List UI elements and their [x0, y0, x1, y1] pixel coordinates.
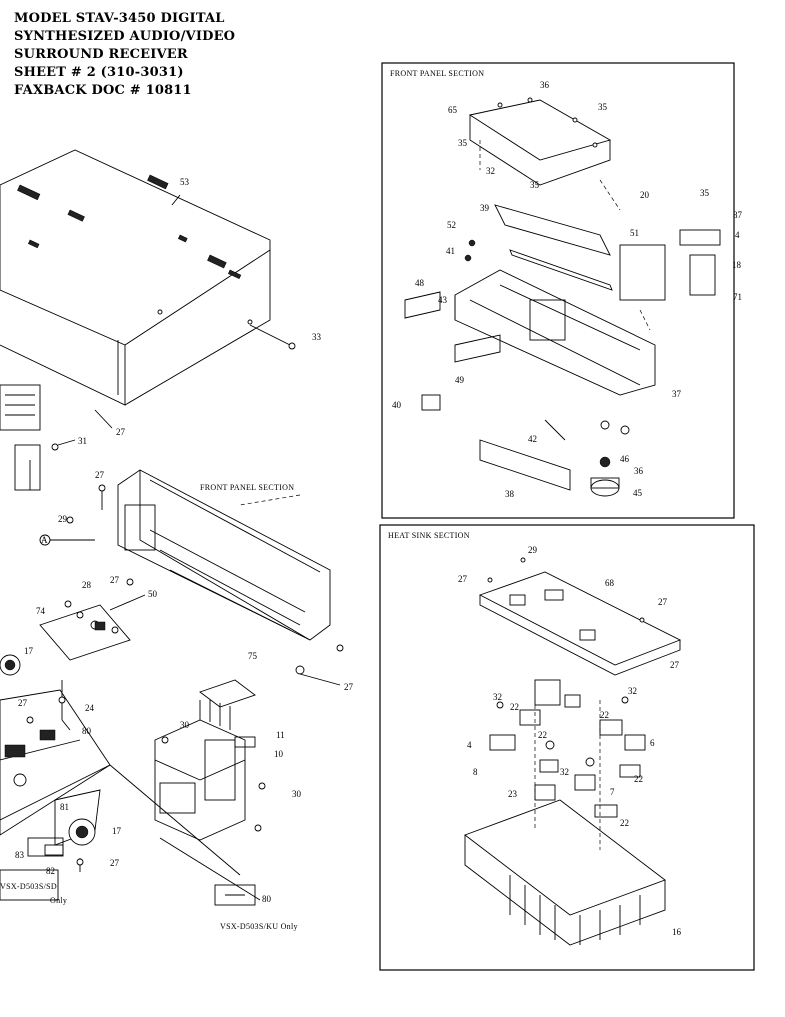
callout: 45	[633, 488, 643, 498]
callout: 71	[733, 292, 742, 302]
callout: 36	[540, 80, 550, 90]
header-subtitle-1: SYNTHESIZED AUDIO/VIDEO	[14, 29, 236, 44]
callout: 4	[735, 230, 740, 240]
callout: 65	[448, 105, 458, 115]
front-panel-section-title: FRONT PANEL SECTION	[390, 69, 484, 78]
callout: 7	[610, 787, 615, 797]
rear-panel-parts	[0, 384, 106, 546]
callout: 20	[640, 190, 650, 200]
callout: 29	[528, 545, 538, 555]
callout: 37	[672, 389, 682, 399]
header-subtitle-2: SURROUND RECEIVER	[14, 47, 188, 62]
callout: 32	[486, 166, 495, 176]
callout: 35	[458, 138, 468, 148]
callout: 51	[630, 228, 639, 238]
callout: 16	[672, 927, 682, 937]
callout: 75	[248, 651, 258, 661]
header-faxback: FAXBACK DOC # 10811	[14, 83, 192, 98]
callout: 46	[620, 454, 630, 464]
callout: 32	[493, 692, 502, 702]
callout: 48	[415, 278, 425, 288]
callout: 30	[180, 720, 190, 730]
callout: 81	[60, 802, 69, 812]
callout: 6	[650, 738, 655, 748]
heat-sink-callouts: 29 27 68 27 27 32 32 22 4 22 6 22 32 8 2…	[458, 545, 682, 937]
heat-sink-section-title: HEAT SINK SECTION	[388, 531, 470, 540]
callout: 36	[634, 466, 644, 476]
callout: A	[41, 535, 48, 545]
callout: 83	[15, 850, 25, 860]
callout: 11	[276, 730, 285, 740]
page-header: MODEL STAV-3450 DIGITAL SYNTHESIZED AUDI…	[14, 10, 235, 100]
callout: 27	[344, 682, 354, 692]
pcb-and-jacks	[0, 578, 146, 731]
callout: 80	[82, 726, 92, 736]
header-model: MODEL STAV-3450 DIGITAL	[14, 11, 225, 26]
header-sheet: SHEET # 2 (310-3031)	[14, 65, 184, 80]
front-panel-section-frame	[381, 62, 735, 519]
callout: 17	[24, 646, 34, 656]
callout: 41	[446, 246, 455, 256]
callout: 31	[78, 436, 87, 446]
region-note-line2: Only	[50, 896, 67, 905]
callout: 27	[18, 698, 28, 708]
region-note-right: VSX-D503S/KU Only	[220, 922, 298, 931]
callout: 27	[658, 597, 668, 607]
callout: 22	[510, 702, 519, 712]
chassis-bottom	[0, 689, 111, 901]
front-panel-callouts: 36 35 65 35 32 35 20 39 52 35 87 4 51 18…	[392, 80, 743, 499]
callout: 82	[46, 866, 55, 876]
callout: 35	[700, 188, 710, 198]
callout: 32	[560, 767, 569, 777]
callout: 53	[180, 177, 190, 187]
callout: 27	[110, 858, 120, 868]
callout: 39	[480, 203, 490, 213]
callout: 30	[292, 789, 302, 799]
callout: 68	[605, 578, 615, 588]
region-note-line1: VSX-D503S/SD	[0, 882, 57, 891]
front-panel-section-label: FRONT PANEL SECTION	[200, 483, 294, 492]
callout: 4	[467, 740, 472, 750]
callout: 10	[274, 749, 284, 759]
callout: 27	[110, 575, 120, 585]
callout: 29	[58, 514, 68, 524]
callout: 52	[447, 220, 456, 230]
callout: 23	[508, 789, 518, 799]
callout: 42	[528, 434, 537, 444]
callout: 27	[116, 427, 126, 437]
callout: 50	[148, 589, 158, 599]
callout: 43	[438, 295, 448, 305]
main-callouts: 53 33 27 31 27 29 A 28 27 50 74 17 27 24…	[15, 177, 354, 904]
heat-sink-section-frame	[379, 524, 755, 971]
callout: 49	[455, 375, 465, 385]
callout: 22	[620, 818, 629, 828]
callout: 33	[312, 332, 322, 342]
callout: 35	[598, 102, 608, 112]
callout: 80	[262, 894, 272, 904]
callout: 27	[458, 574, 468, 584]
callout: 24	[85, 703, 95, 713]
callout: 35	[530, 180, 540, 190]
callout: 8	[473, 767, 478, 777]
callout: 28	[82, 580, 92, 590]
heat-sink-section-drawing	[464, 557, 682, 946]
front-panel-assembly	[117, 469, 344, 686]
callout: 74	[36, 606, 46, 616]
front-panel-section-drawing	[404, 97, 721, 497]
callout: 40	[392, 400, 402, 410]
callout: 22	[600, 710, 609, 720]
callout: 38	[505, 489, 515, 499]
power-transformer	[109, 679, 266, 906]
callout: 87	[733, 210, 743, 220]
callout: 18	[732, 260, 742, 270]
callout: 32	[628, 686, 637, 696]
callout: 27	[95, 470, 105, 480]
callout: 27	[670, 660, 680, 670]
cabinet-cover	[0, 149, 296, 429]
callout: 22	[538, 730, 547, 740]
callout: 22	[634, 774, 643, 784]
callout: 17	[112, 826, 122, 836]
